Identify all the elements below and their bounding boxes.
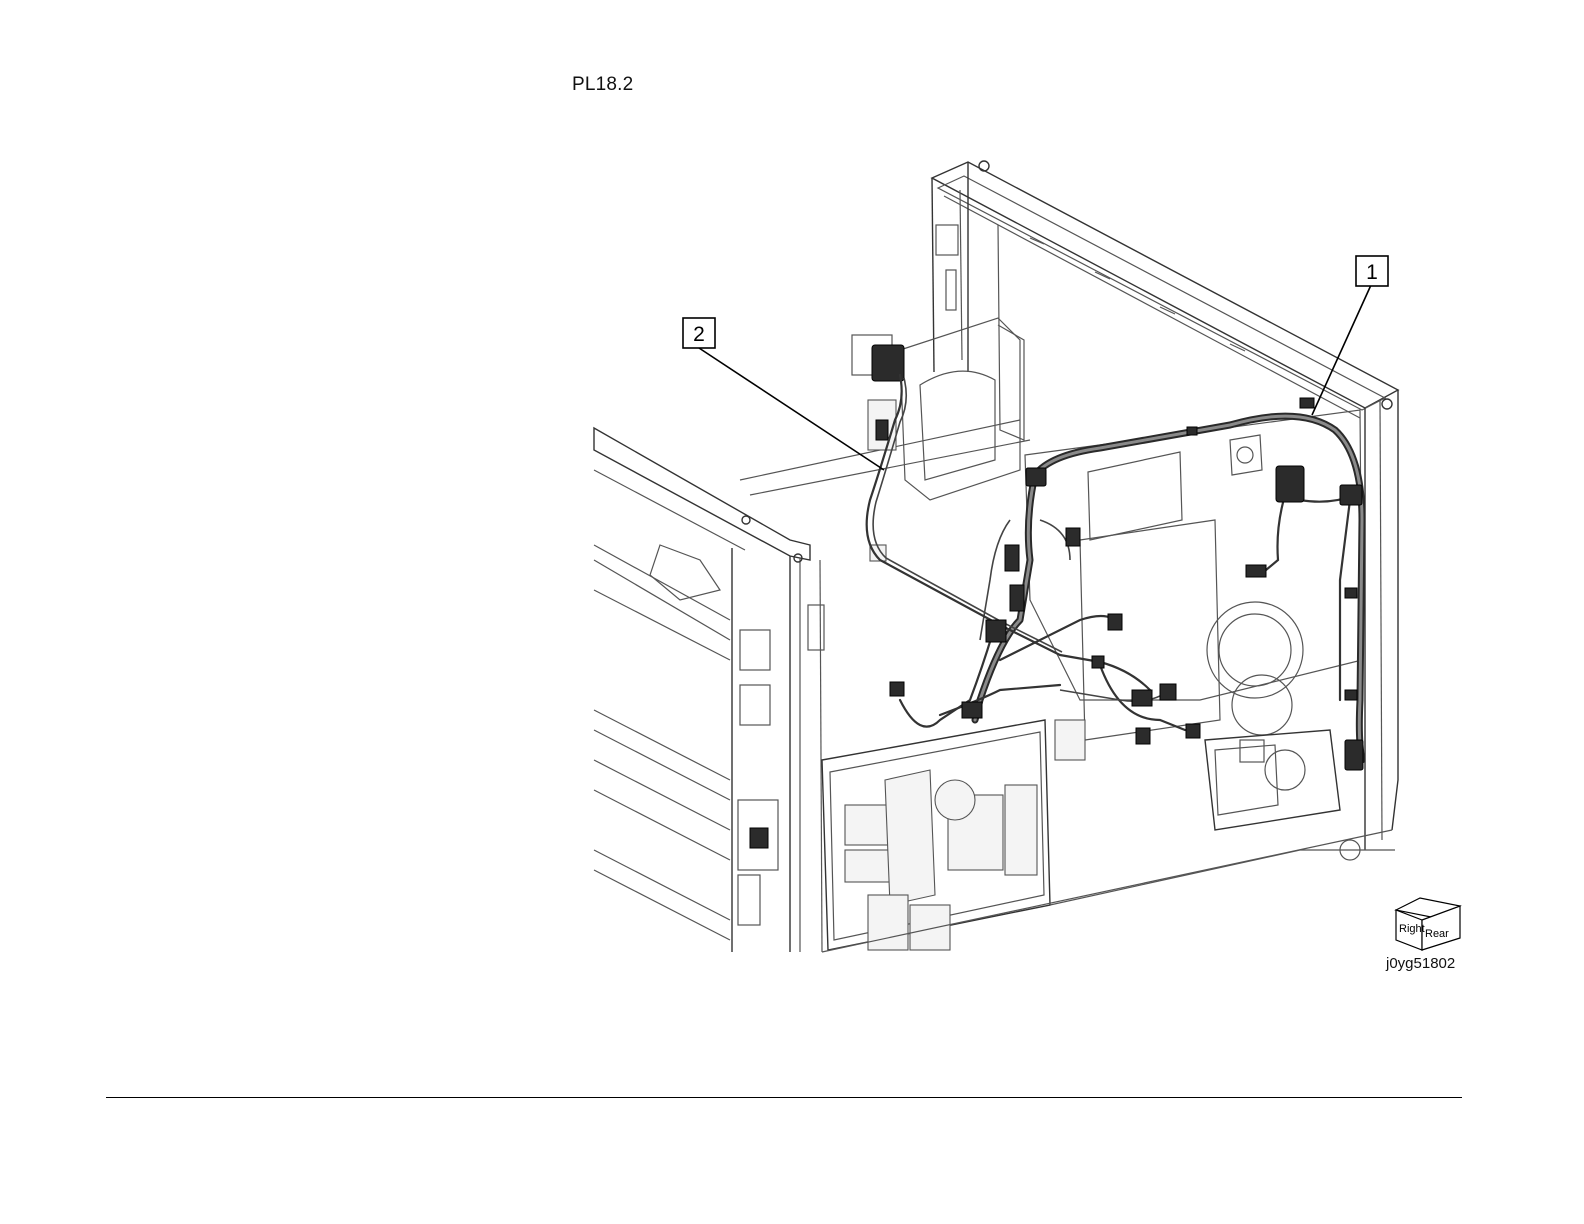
callout-2-label: 2 (693, 323, 705, 346)
orientation-right-label: Right (1399, 923, 1425, 935)
front-frame (594, 420, 1030, 952)
interlock-switch (852, 335, 904, 561)
orientation-rear-label: Rear (1425, 928, 1449, 940)
callout-1: 1 (1312, 256, 1388, 415)
rear-frame (932, 161, 1398, 850)
bottom-divider (106, 1097, 1462, 1098)
callout-2: 2 (683, 318, 884, 470)
drive-assembly (1205, 602, 1360, 860)
lower-board (822, 720, 1395, 952)
callout-1-label: 1 (1366, 261, 1378, 284)
orientation-cube-icon: Right Rear (1396, 898, 1460, 950)
figure-id: j0yg51802 (1386, 955, 1455, 972)
